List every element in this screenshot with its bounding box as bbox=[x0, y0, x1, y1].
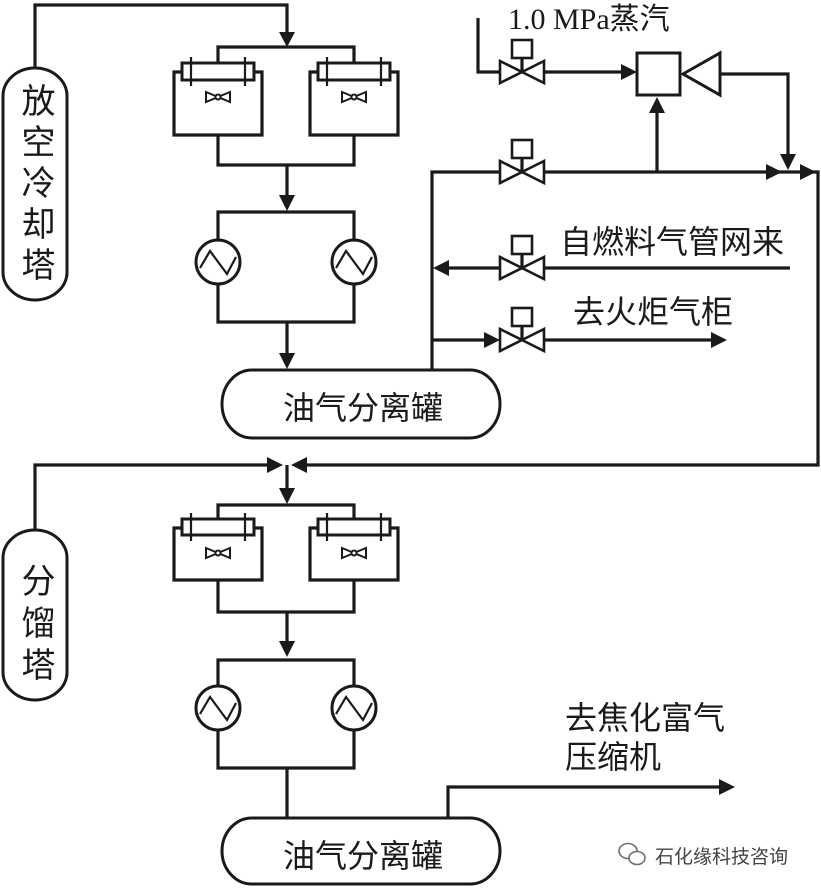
compressor-label-line1: 去焦化富气 bbox=[565, 699, 725, 737]
lower-left-heat-exchanger bbox=[194, 684, 242, 732]
valve-body bbox=[498, 58, 525, 86]
fuel-gas-control-valve bbox=[498, 234, 546, 282]
valve-body bbox=[519, 58, 546, 86]
pipe-fractionator-overhead bbox=[33, 463, 267, 530]
pipe-upper-exchanger-inlet-header bbox=[216, 210, 356, 240]
pipe-upper-cooler-inlet-header bbox=[216, 45, 356, 62]
pipe-lower-cooler-inlet-header bbox=[216, 503, 356, 518]
steam-label: 1.0 MPa蒸汽 bbox=[508, 3, 670, 36]
pipe-ejector-discharge bbox=[720, 72, 790, 154]
valve-actuator bbox=[510, 306, 534, 328]
arrow-left-icon bbox=[291, 457, 307, 473]
valve-actuator bbox=[510, 234, 534, 256]
pipe-vent-tower-overhead bbox=[33, 3, 289, 68]
fan-icon bbox=[215, 546, 231, 560]
fan-icon bbox=[351, 90, 367, 104]
valve-actuator bbox=[510, 138, 534, 160]
upper-separator-label: 油气分离罐 bbox=[283, 389, 443, 427]
fan-icon bbox=[205, 546, 221, 560]
arrow-down-icon bbox=[279, 32, 295, 47]
arrow-up-icon bbox=[649, 97, 665, 113]
upper-right-air-cooler bbox=[308, 57, 400, 137]
fan-icon bbox=[341, 90, 357, 104]
steam-control-valve bbox=[498, 38, 546, 86]
valve-body bbox=[519, 158, 546, 186]
heat-exchanger-zigzag-icon bbox=[199, 695, 237, 723]
heat-exchanger-zigzag-icon bbox=[199, 249, 237, 277]
pipe-to-compressor bbox=[446, 785, 719, 818]
flare-label: 去火炬气柜 bbox=[573, 293, 733, 331]
pipe-lower-exchanger-outlet bbox=[216, 730, 356, 770]
valve-body bbox=[498, 254, 525, 282]
pipe-steam-inlet bbox=[476, 18, 621, 74]
gas-line-control-valve bbox=[498, 138, 546, 186]
arrow-right-icon bbox=[800, 164, 816, 180]
arrow-right-icon bbox=[766, 164, 782, 180]
arrow-right-icon bbox=[484, 332, 500, 348]
pipe-upper-exchanger-outlet bbox=[216, 284, 356, 324]
upper-left-air-cooler bbox=[172, 57, 264, 137]
compressor-label-line2: 压缩机 bbox=[565, 738, 661, 776]
watermark-text: 石化缘科技咨询 bbox=[655, 846, 788, 868]
heat-exchanger-zigzag-icon bbox=[335, 249, 373, 277]
heat-exchanger-zigzag-icon bbox=[335, 695, 373, 723]
valve-actuator bbox=[510, 38, 534, 60]
fuel-gas-label: 自燃料气管网来 bbox=[560, 223, 784, 261]
tube-bundle-headers bbox=[325, 513, 383, 541]
upper-right-heat-exchanger bbox=[330, 238, 378, 286]
valve-body bbox=[498, 158, 525, 186]
arrow-right-icon bbox=[711, 332, 727, 348]
tube-bundle bbox=[180, 517, 256, 537]
fan-hub bbox=[214, 549, 222, 557]
vent-cooling-tower-label: 放空冷却塔 bbox=[15, 83, 55, 288]
tube-bundle bbox=[316, 61, 392, 82]
tube-bundle-headers bbox=[189, 57, 247, 86]
fan-hub bbox=[350, 549, 358, 557]
arrow-down-icon bbox=[279, 195, 295, 211]
arrow-down-icon bbox=[780, 154, 796, 170]
tube-bundle bbox=[180, 61, 256, 82]
tube-bundle-headers bbox=[189, 513, 247, 541]
steam-ejector bbox=[635, 50, 722, 98]
lower-separator-vessel bbox=[220, 816, 502, 886]
ejector-diffuser bbox=[679, 50, 722, 98]
upper-separator-vessel bbox=[220, 368, 502, 440]
upper-left-heat-exchanger bbox=[194, 238, 242, 286]
arrow-right-icon bbox=[621, 64, 637, 80]
fractionator-label: 分馏塔 bbox=[15, 563, 55, 689]
ejector-mixing-chamber bbox=[635, 51, 682, 97]
pipe-separator-gas-line bbox=[307, 170, 820, 467]
arrow-down-icon bbox=[279, 488, 295, 504]
fan-icon bbox=[205, 90, 221, 104]
fan-icon bbox=[351, 546, 367, 560]
fan-icon bbox=[215, 90, 231, 104]
valve-body bbox=[519, 254, 546, 282]
arrow-down-icon bbox=[279, 353, 295, 369]
valve-body bbox=[498, 326, 525, 354]
lower-separator-label: 油气分离罐 bbox=[283, 837, 443, 875]
arrow-right-icon bbox=[267, 457, 283, 473]
lower-left-air-cooler bbox=[172, 513, 264, 582]
watermark: 石化缘科技咨询 bbox=[618, 842, 788, 868]
lower-right-heat-exchanger bbox=[330, 684, 378, 732]
pipe-lower-cooler-outlet bbox=[216, 580, 356, 614]
lower-right-air-cooler bbox=[308, 513, 400, 582]
tube-bundle-headers bbox=[325, 57, 383, 86]
pipe-lower-exchanger-inlet-header bbox=[216, 658, 356, 686]
arrow-down-icon bbox=[279, 641, 295, 657]
pipe-upper-cooler-outlet bbox=[216, 135, 356, 167]
fan-hub bbox=[350, 93, 358, 101]
arrow-right-icon bbox=[719, 779, 735, 795]
fan-hub bbox=[214, 93, 222, 101]
fan-icon bbox=[341, 546, 357, 560]
tube-bundle bbox=[316, 517, 392, 537]
flare-control-valve bbox=[498, 306, 546, 354]
arrow-left-icon bbox=[433, 260, 449, 276]
valve-body bbox=[519, 326, 546, 354]
wechat-icon bbox=[618, 842, 646, 866]
